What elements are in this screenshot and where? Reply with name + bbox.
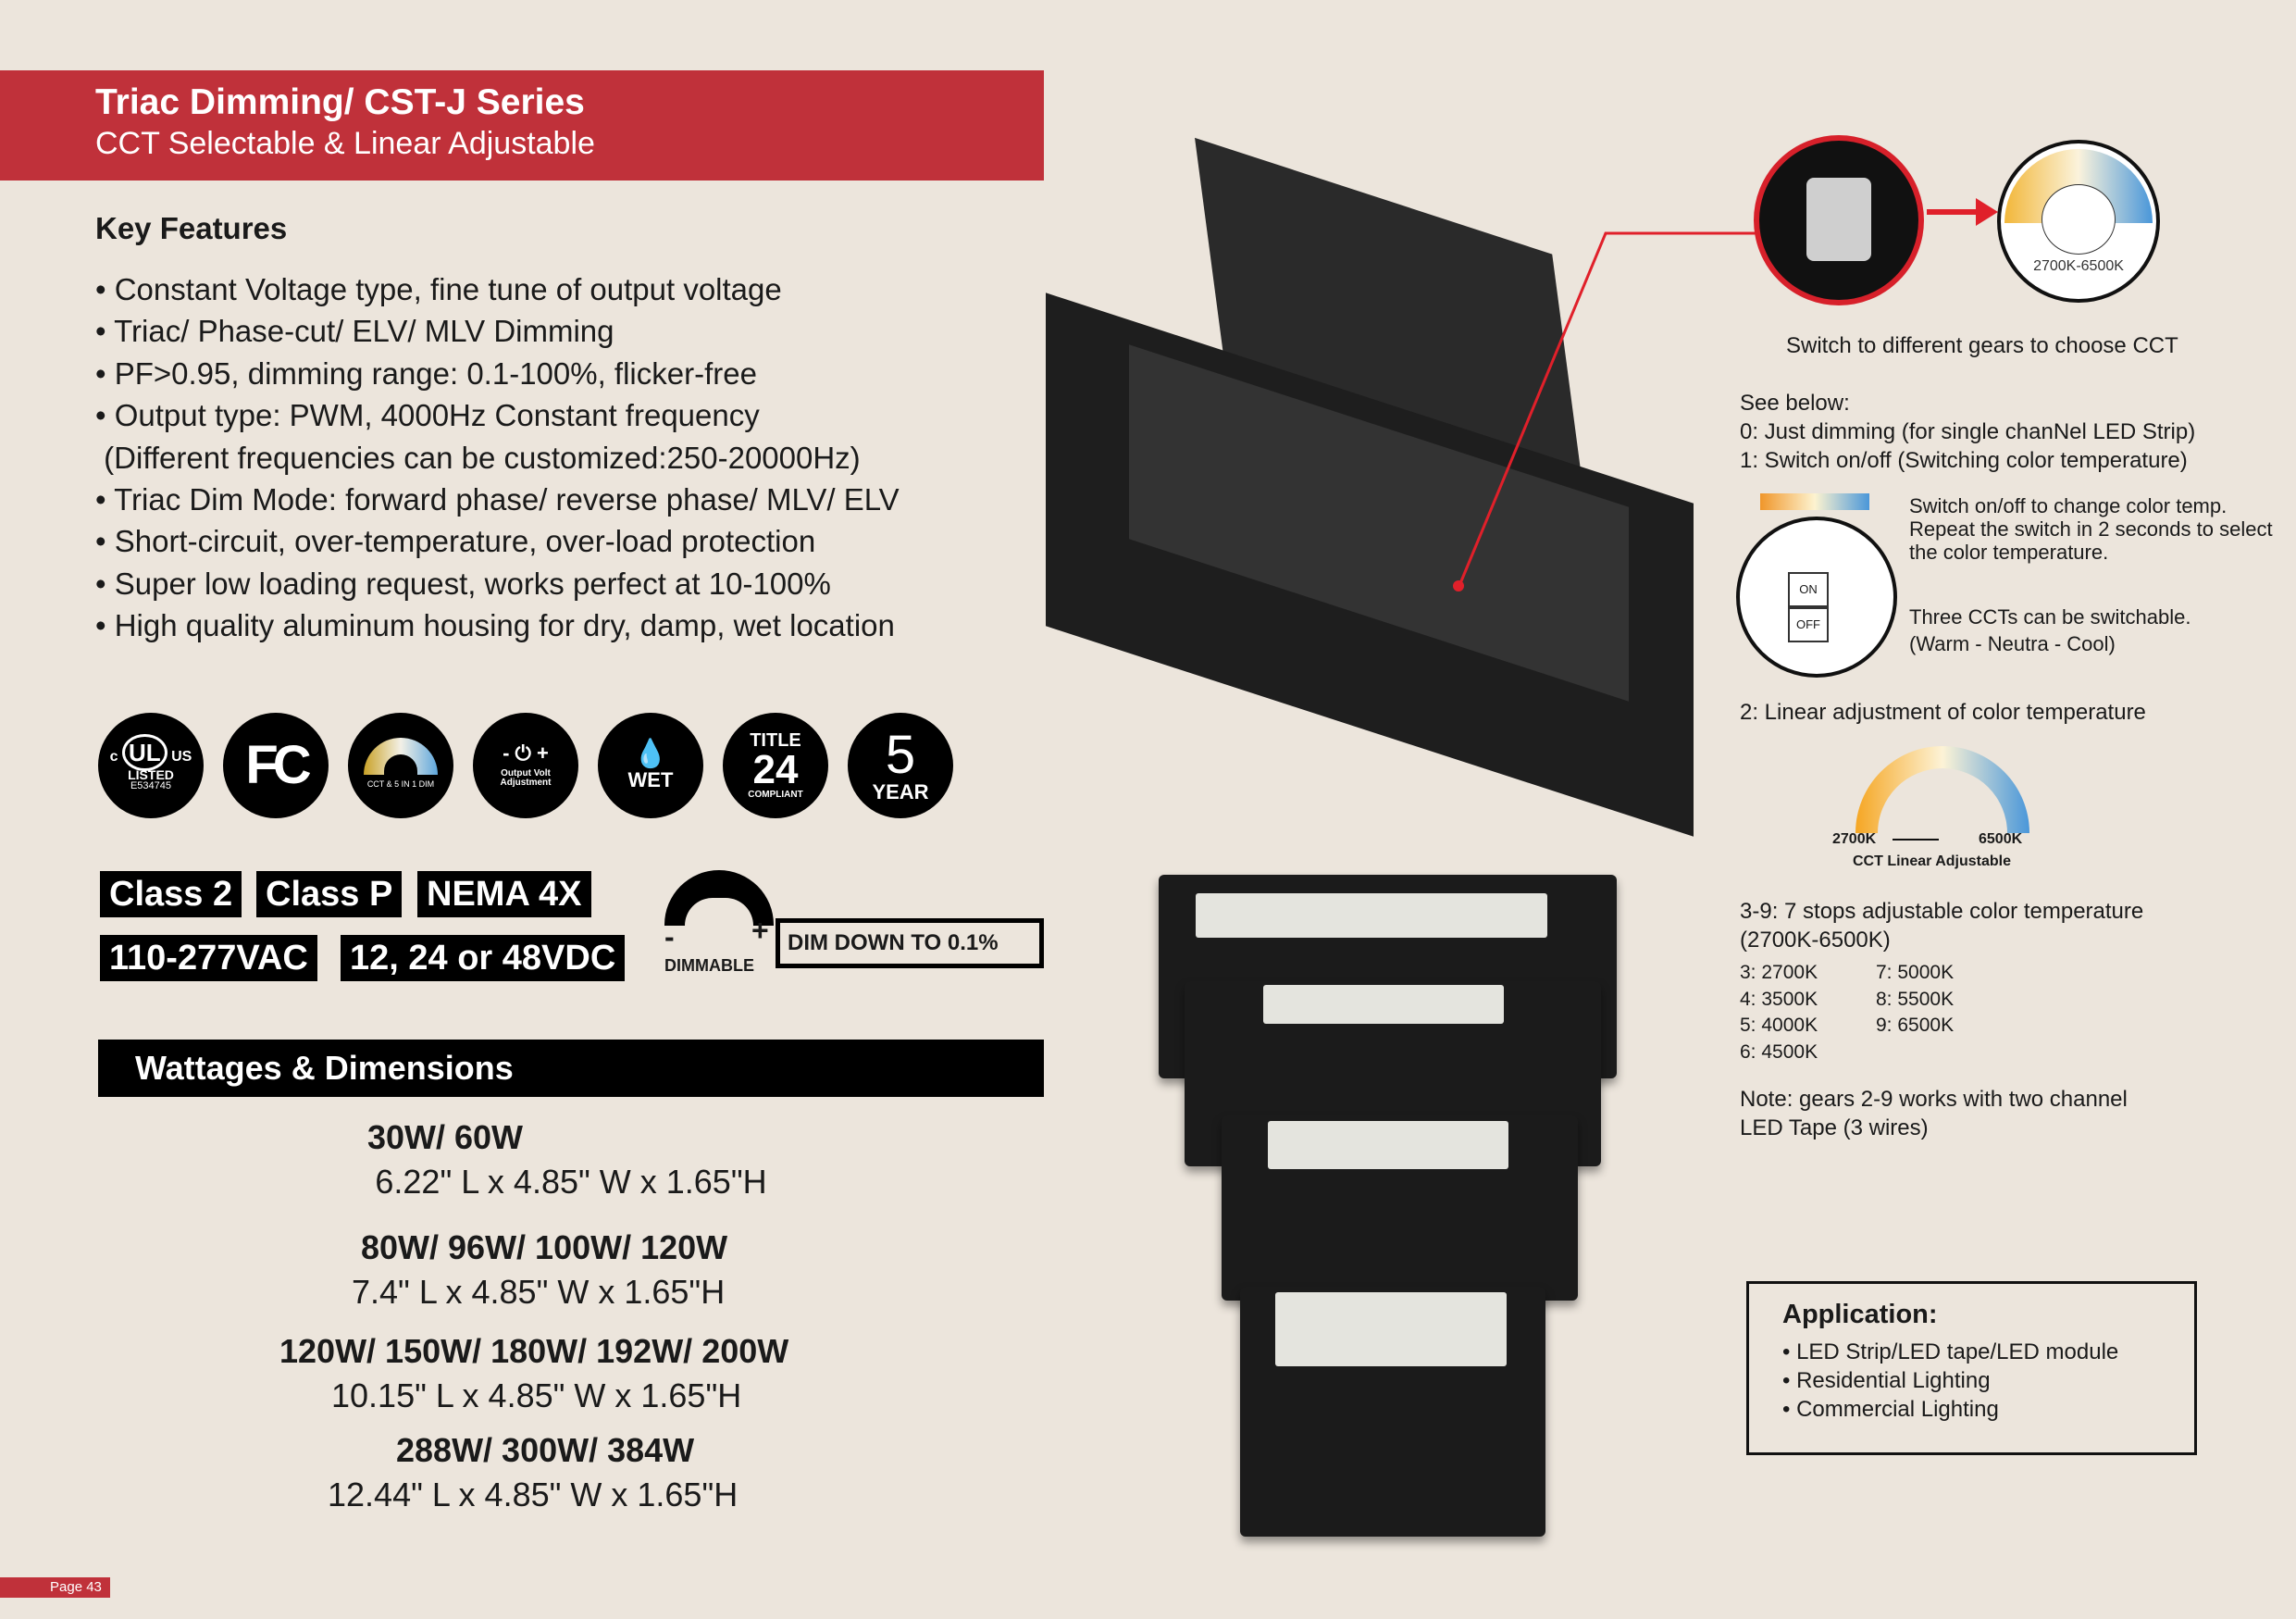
tag-output-voltage: 12, 24 or 48VDC [341, 935, 626, 981]
dimension-row-3: 10.15" L x 4.85" W x 1.65"H [331, 1376, 742, 1414]
application-item: • Commercial Lighting [1782, 1397, 1999, 1422]
switch-caption: Switch to different gears to choose CCT [1786, 333, 2178, 358]
gear-3-9-range: (2700K-6500K) [1740, 928, 1891, 953]
page-number: Page 43 [0, 1577, 110, 1598]
tag-class2: Class 2 [100, 871, 242, 917]
wattage-row-3: 120W/ 150W/ 180W/ 192W/ 200W [279, 1332, 789, 1370]
title24-b: 24 [752, 747, 799, 792]
three-ccts: Three CCTs can be switchable. [1909, 605, 2191, 629]
dimmable-label: DIMMABLE [664, 956, 754, 975]
stop: 6: 4500K [1740, 1040, 1818, 1063]
stops-left: 3: 2700K 4: 3500K 5: 4000K 6: 4500K [1740, 960, 1818, 1065]
title24-a: TITLE [750, 730, 801, 751]
water-drops-icon: 💧 [633, 738, 668, 769]
volt-label: Output Volt Adjustment [500, 768, 552, 788]
stop: 7: 5000K [1876, 962, 1955, 983]
arrow-head-icon [1976, 198, 1998, 226]
pointer-line [1453, 231, 1758, 592]
linear-to: 6500K [1979, 831, 2023, 847]
feature-item: • Super low loading request, works perfe… [95, 566, 831, 601]
wattage-row-4: 288W/ 300W/ 384W [396, 1431, 695, 1469]
gear-3-9: 3-9: 7 stops adjustable color temperatur… [1740, 899, 2144, 924]
cct-gradient-bar [1760, 493, 1869, 510]
tag-input-voltage: 110-277VAC [100, 935, 317, 981]
stop: 8: 5500K [1876, 988, 1955, 1010]
series-header: Triac Dimming/ CST-J Series CCT Selectab… [0, 70, 1044, 181]
dim-plus: + [751, 914, 769, 947]
feature-item: • Constant Voltage type, fine tune of ou… [95, 272, 782, 306]
key-features-heading: Key Features [95, 211, 288, 245]
application-box: Application: • LED Strip/LED tape/LED mo… [1746, 1281, 2197, 1455]
dial-range-label: 2700K-6500K [2033, 258, 2124, 274]
rotary-switch-photo [1754, 135, 1924, 305]
series-title: Triac Dimming/ CST-J Series [95, 82, 585, 122]
feature-item: • High quality aluminum housing for dry,… [95, 608, 895, 643]
gear-0: 0: Just dimming (for single chanNel LED … [1740, 419, 2196, 444]
ul-us: US [171, 748, 192, 765]
linear-from: 2700K [1832, 831, 1877, 847]
dimension-row-2: 7.4" L x 4.85" W x 1.65"H [352, 1273, 726, 1311]
ul-number: E534745 [130, 779, 172, 791]
cct-badge: CCT & 5 IN 1 DIM [348, 713, 453, 818]
dim-down-box: DIM DOWN TO 0.1% [776, 918, 1044, 968]
wattage-row-2: 80W/ 96W/ 100W/ 120W [361, 1228, 728, 1266]
tag-nema: NEMA 4X [417, 871, 591, 917]
stops-right: 7: 5000K 8: 5500K 9: 6500K [1876, 960, 1954, 1040]
stop: 5: 4000K [1740, 1015, 1818, 1036]
driver-product-3 [1222, 1115, 1578, 1301]
switch-on: ON [1788, 572, 1829, 607]
gear-2: 2: Linear adjustment of color temperatur… [1740, 700, 2146, 725]
cct-dial-icon: 2700K-6500K [1997, 140, 2160, 303]
linear-cct-arc [1855, 746, 2029, 833]
cct-label: CCT & 5 IN 1 DIM [366, 778, 435, 789]
ul-listed: LISTED [128, 766, 174, 782]
arrow-icon [1927, 209, 1982, 215]
title24-c: COMPLIANT [748, 790, 803, 800]
three-ccts-names: (Warm - Neutra - Cool) [1909, 632, 2116, 655]
stop: 3: 2700K [1740, 962, 1818, 983]
switch-off: OFF [1788, 607, 1829, 642]
feature-item: • PF>0.95, dimming range: 0.1-100%, flic… [95, 355, 757, 391]
onoff-instructions: Switch on/off to change color temp. Repe… [1909, 494, 2273, 564]
feature-item: • Output type: PWM, 4000Hz Constant freq… [95, 398, 760, 433]
feature-item: (Different frequencies can be customized… [95, 440, 861, 475]
note: Note: gears 2-9 works with two channel [1740, 1087, 2128, 1112]
fcc-badge: FC [223, 713, 329, 818]
output-volt-badge: - ⏻ + Output Volt Adjustment [473, 713, 578, 818]
ul-c: c [109, 748, 118, 765]
feature-item: • Triac Dim Mode: forward phase/ reverse… [95, 481, 900, 517]
stop: 4: 3500K [1740, 988, 1818, 1010]
application-item: • Residential Lighting [1782, 1368, 1991, 1393]
application-heading: Application: [1782, 1300, 1938, 1329]
dim-minus: - [664, 920, 675, 953]
gear-1: 1: Switch on/off (Switching color temper… [1740, 448, 2188, 473]
warranty-years: 5 [885, 725, 916, 785]
warranty-badge: 5 YEAR [848, 713, 953, 818]
ul-listed-badge: c UL US LISTED E534745 [98, 713, 204, 818]
linear-arrow-icon [1893, 839, 1939, 841]
fcc-logo: FC [245, 735, 311, 795]
wattages-heading: Wattages & Dimensions [98, 1040, 1044, 1097]
linear-label: CCT Linear Adjustable [1853, 853, 2011, 869]
feature-item: • Short-circuit, over-temperature, over-… [95, 524, 816, 559]
see-below: See below: [1740, 391, 1850, 416]
wall-switch-icon: ON OFF [1736, 517, 1897, 678]
dimension-row-1: 6.22" L x 4.85" W x 1.65"H [375, 1163, 767, 1201]
application-item: • LED Strip/LED tape/LED module [1782, 1339, 2119, 1364]
note-2: LED Tape (3 wires) [1740, 1115, 1929, 1140]
feature-item: • Triac/ Phase-cut/ ELV/ MLV Dimming [95, 314, 614, 349]
series-subtitle: CCT Selectable & Linear Adjustable [95, 126, 595, 161]
tag-classp: Class P [256, 871, 403, 917]
dimension-row-4: 12.44" L x 4.85" W x 1.65"H [328, 1476, 738, 1513]
wattage-row-1: 30W/ 60W [366, 1118, 524, 1156]
wet-label: WET [627, 767, 674, 791]
title24-badge: TITLE 24 COMPLIANT [723, 713, 828, 818]
features-list: • Constant Voltage type, fine tune of ou… [95, 268, 900, 647]
volt-symbol: - ⏻ + [503, 741, 549, 765]
wet-location-badge: 💧 WET [598, 713, 703, 818]
stop: 9: 6500K [1876, 1015, 1955, 1036]
warranty-label: YEAR [872, 780, 929, 803]
driver-product-4 [1240, 1287, 1545, 1537]
